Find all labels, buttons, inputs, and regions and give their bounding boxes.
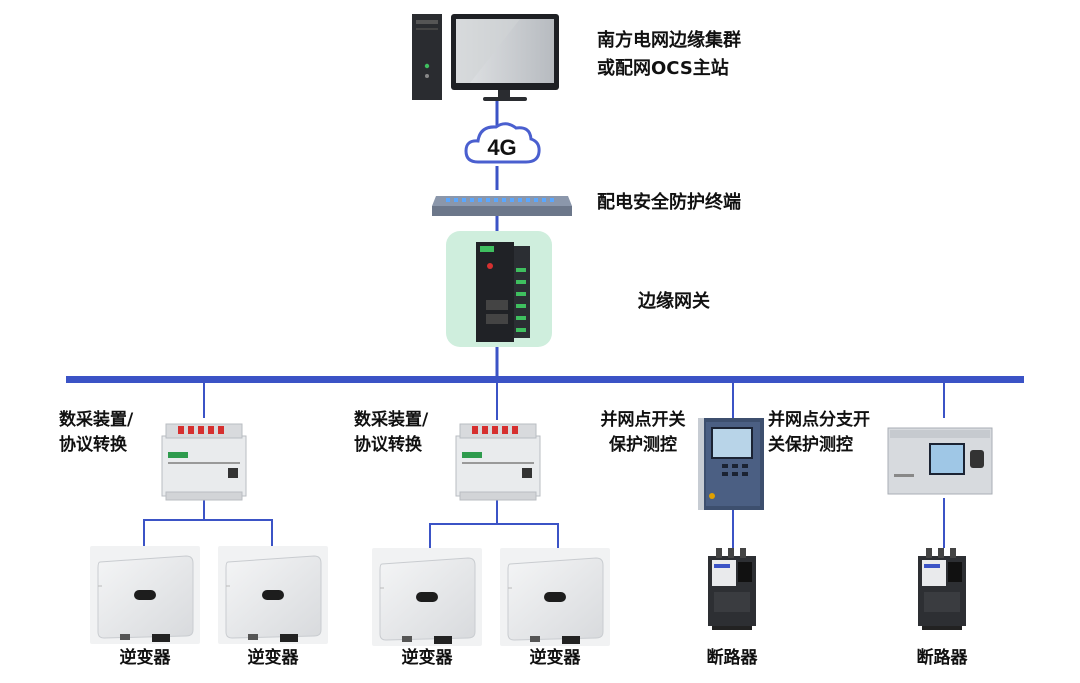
master-station-computer-icon: [412, 14, 559, 101]
breaker-device-icon-1: [708, 548, 756, 630]
breaker-label-1: 断路器: [706, 648, 758, 668]
edge-gateway-label: 边缘网关: [638, 291, 710, 312]
fork-collector-2: [429, 498, 498, 548]
branch-switch-protection-device-icon: [887, 427, 993, 495]
collector-2-label: 数采装置/ 协议转换: [354, 410, 429, 455]
grid-switch-protection-label: 并网点开关 保护测控: [600, 410, 686, 455]
inverter-label-3: 逆变器: [401, 648, 453, 668]
security-terminal-label: 配电安全防护终端: [597, 192, 741, 213]
inverter-device-icon-3: [371, 547, 483, 647]
inverter-device-icon-1: [89, 545, 201, 645]
inverter-device-icon-2: [217, 545, 329, 645]
inverter-label-4: 逆变器: [529, 648, 581, 668]
fork-collector-1: [143, 498, 205, 548]
grid-switch-protection-device-icon: [698, 418, 764, 510]
edge-gateway-device-icon: [446, 231, 552, 347]
branch-switch-protection-label: 并网点分支开 关保护测控: [768, 410, 870, 455]
cloud-icon: [464, 122, 541, 164]
network-4g-label: 4G: [487, 135, 516, 160]
collector-1-label: 数采装置/ 协议转换: [59, 410, 134, 455]
master-station-label: 南方电网边缘集群 或配网OCS主站: [597, 30, 741, 79]
collector-device-icon-1: [161, 423, 247, 501]
breaker-label-2: 断路器: [916, 648, 968, 668]
breaker-device-icon-2: [918, 548, 966, 630]
inverter-label-2: 逆变器: [247, 648, 299, 668]
collector-device-icon-2: [455, 423, 541, 501]
security-terminal-switch-icon: [432, 196, 572, 216]
main-bus-bar: [66, 376, 1024, 383]
inverter-device-icon-4: [499, 547, 611, 647]
inverter-label-1: 逆变器: [119, 648, 171, 668]
connection-lines: [143, 100, 945, 548]
